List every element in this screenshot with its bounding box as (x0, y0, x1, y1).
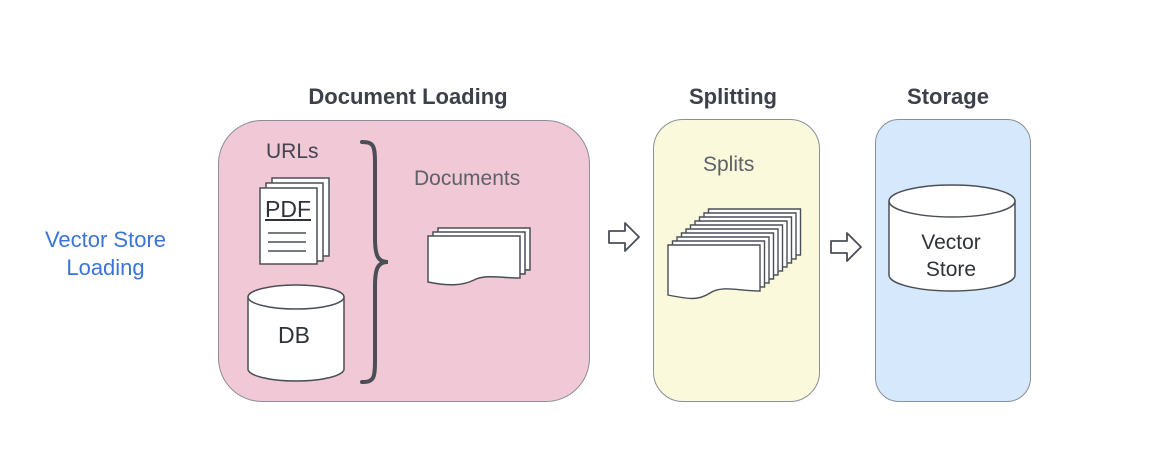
document-loading-heading: Document Loading (308, 84, 508, 109)
grouping-brace (360, 140, 389, 384)
db-label: DB (278, 322, 310, 348)
vector-store-line1: Vector (921, 231, 981, 254)
documents-stack-icon (427, 227, 531, 286)
side-label-line2: Loading (66, 255, 145, 280)
splitting-heading: Splitting (689, 84, 777, 109)
splits-label: Splits (703, 153, 755, 176)
arrow-right-icon-1 (608, 222, 640, 252)
vector-store-label: Vector Store (895, 229, 1007, 283)
splits-stack-icon (667, 208, 802, 300)
pdf-label: PDF (265, 196, 311, 222)
urls-label: URLs (266, 140, 319, 163)
vector-store-line2: Store (925, 258, 977, 281)
vector-store-icon (888, 184, 1016, 292)
database-icon (247, 284, 345, 382)
vector-store-loading-label: Vector Store Loading (18, 226, 193, 282)
pdf-documents-icon (259, 177, 330, 265)
split-page (667, 244, 761, 300)
storage-heading: Storage (907, 84, 989, 109)
arrow-right-icon-2 (830, 232, 862, 262)
documents-label: Documents (414, 167, 521, 190)
side-label-line1: Vector Store (44, 227, 167, 252)
